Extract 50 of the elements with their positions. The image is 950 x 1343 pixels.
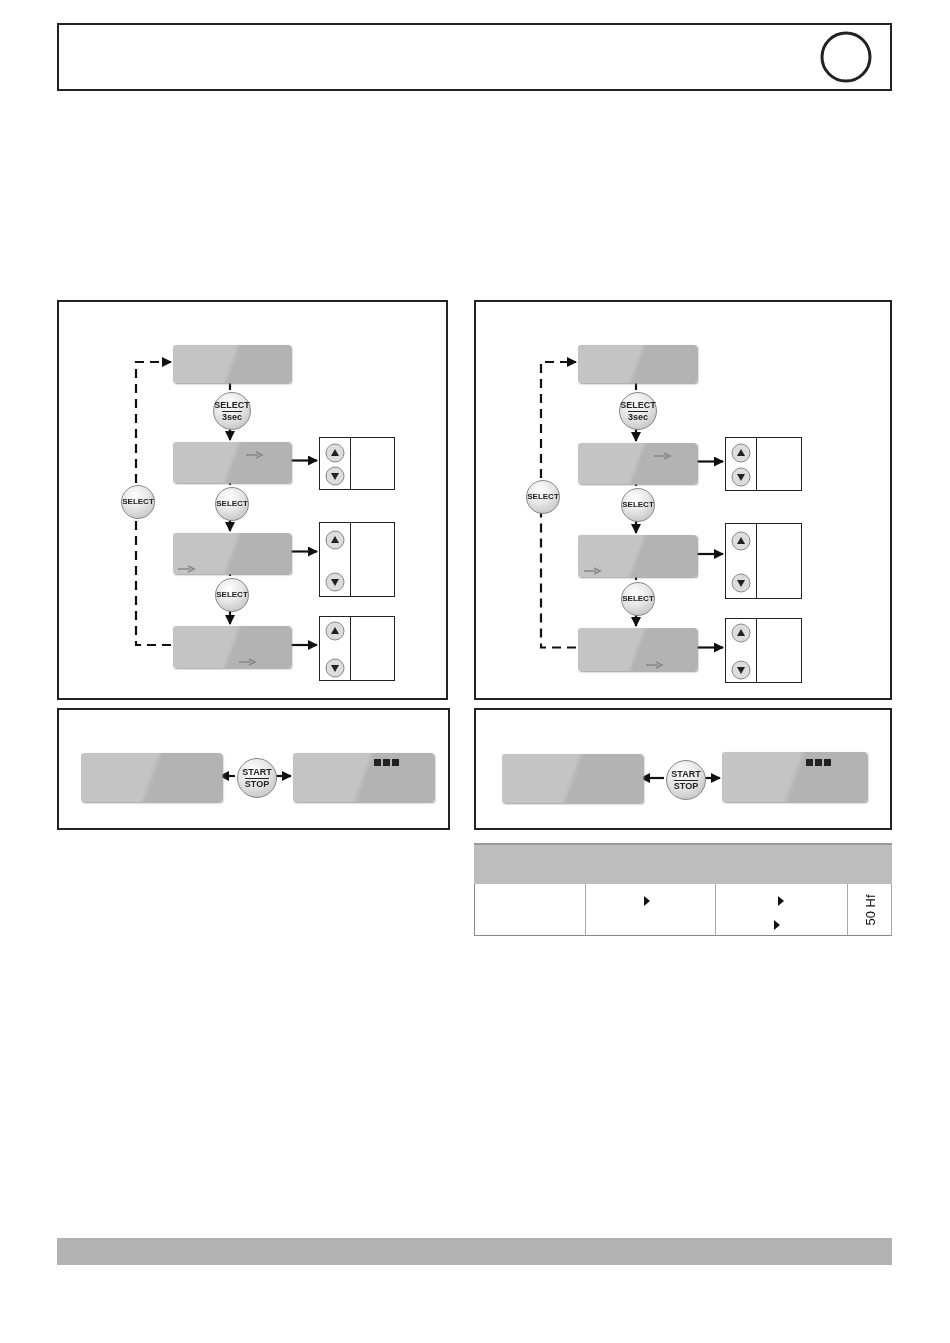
arrow bbox=[695, 456, 724, 467]
arrow bbox=[289, 640, 318, 650]
display-screen bbox=[81, 753, 222, 802]
adjust-panel bbox=[725, 523, 802, 599]
adjust-panel bbox=[319, 437, 395, 490]
display-screen bbox=[173, 533, 291, 574]
round-button: SELECT 3sec bbox=[619, 392, 657, 430]
adjust-panel bbox=[319, 616, 395, 681]
display-screen bbox=[722, 752, 867, 802]
arrow bbox=[225, 610, 235, 625]
cell-text: 50 Hf bbox=[862, 893, 877, 926]
display-screen bbox=[173, 345, 291, 383]
arrow bbox=[225, 428, 235, 441]
connector-line bbox=[539, 512, 576, 649]
round-button: SELECT bbox=[121, 485, 155, 519]
arrow bbox=[539, 357, 577, 478]
adjust-panel bbox=[319, 522, 395, 597]
display-screen bbox=[173, 626, 291, 668]
round-button: START STOP bbox=[237, 758, 277, 798]
arrow bbox=[704, 773, 721, 783]
display-screen bbox=[578, 628, 697, 671]
adjust-panel bbox=[725, 437, 802, 491]
panel-frame bbox=[474, 300, 892, 700]
round-button: SELECT bbox=[215, 578, 249, 612]
display-screen bbox=[173, 442, 291, 483]
arrow bbox=[631, 614, 641, 627]
round-button: SELECT bbox=[621, 582, 655, 616]
arrow bbox=[225, 519, 235, 532]
round-button: SELECT 3sec bbox=[213, 392, 251, 430]
adjust-panel bbox=[725, 618, 802, 683]
arrow bbox=[134, 357, 172, 483]
arrow bbox=[695, 642, 724, 653]
panel-frame bbox=[57, 300, 448, 700]
arrow bbox=[289, 546, 318, 557]
display-screen bbox=[578, 443, 697, 484]
arrow bbox=[289, 455, 318, 466]
panel-frame bbox=[57, 708, 450, 830]
arrow bbox=[631, 520, 641, 534]
display-screen bbox=[502, 754, 643, 803]
panel-frame bbox=[474, 708, 892, 830]
round-button: START STOP bbox=[666, 760, 706, 800]
display-screen bbox=[578, 535, 697, 577]
round-button: SELECT bbox=[621, 488, 655, 522]
arrow bbox=[695, 549, 724, 559]
display-screen bbox=[293, 753, 434, 802]
round-button: SELECT bbox=[215, 487, 249, 521]
arrow bbox=[275, 771, 292, 781]
display-screen bbox=[578, 345, 697, 383]
arrow bbox=[631, 428, 641, 442]
round-button: SELECT bbox=[526, 480, 560, 514]
